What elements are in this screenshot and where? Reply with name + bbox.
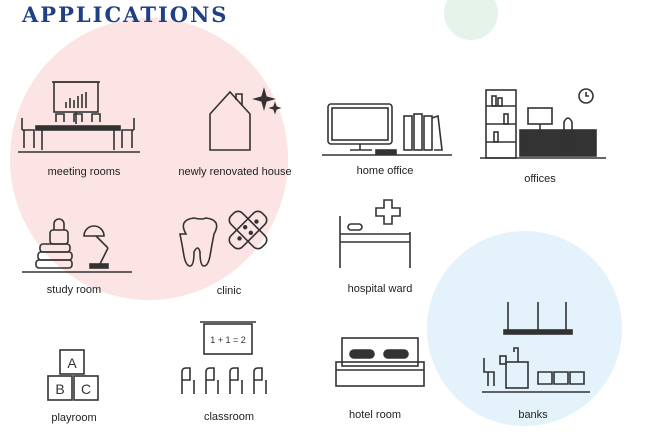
application-label: playroom (51, 412, 97, 424)
home-office-icon (322, 103, 452, 156)
block-letter-b: B (55, 381, 64, 397)
hospital-bed-icon (339, 199, 411, 268)
board-equation: 1 + 1 = 2 (210, 335, 246, 345)
house-icon (209, 87, 282, 151)
application-label: banks (518, 409, 548, 421)
application-label: hotel room (349, 409, 401, 421)
bank-counter-icon (482, 302, 590, 393)
hotel-bed-icon (335, 337, 425, 387)
application-label: hospital ward (347, 283, 413, 295)
application-label: meeting rooms (47, 166, 121, 178)
meeting-room-icon (18, 81, 140, 153)
application-label: clinic (216, 285, 242, 297)
application-label: newly renovated house (178, 166, 292, 178)
decorative-circle-pink (10, 18, 288, 300)
classroom-icon: 1 + 1 = 2 (181, 321, 267, 394)
page-title: APPLICATIONS (22, 2, 229, 27)
office-icon (480, 88, 606, 159)
toy-blocks-icon: A B C (47, 349, 99, 401)
application-label: home office (356, 165, 414, 177)
clinic-icon (179, 210, 268, 267)
decorative-circle-green (444, 0, 498, 40)
application-label: offices (524, 173, 556, 185)
block-letter-a: A (67, 355, 77, 371)
application-label: study room (46, 284, 102, 296)
decorative-circle-blue (427, 231, 622, 426)
study-room-icon (22, 218, 132, 273)
block-letter-c: C (81, 381, 91, 397)
application-label: classroom (203, 411, 255, 423)
